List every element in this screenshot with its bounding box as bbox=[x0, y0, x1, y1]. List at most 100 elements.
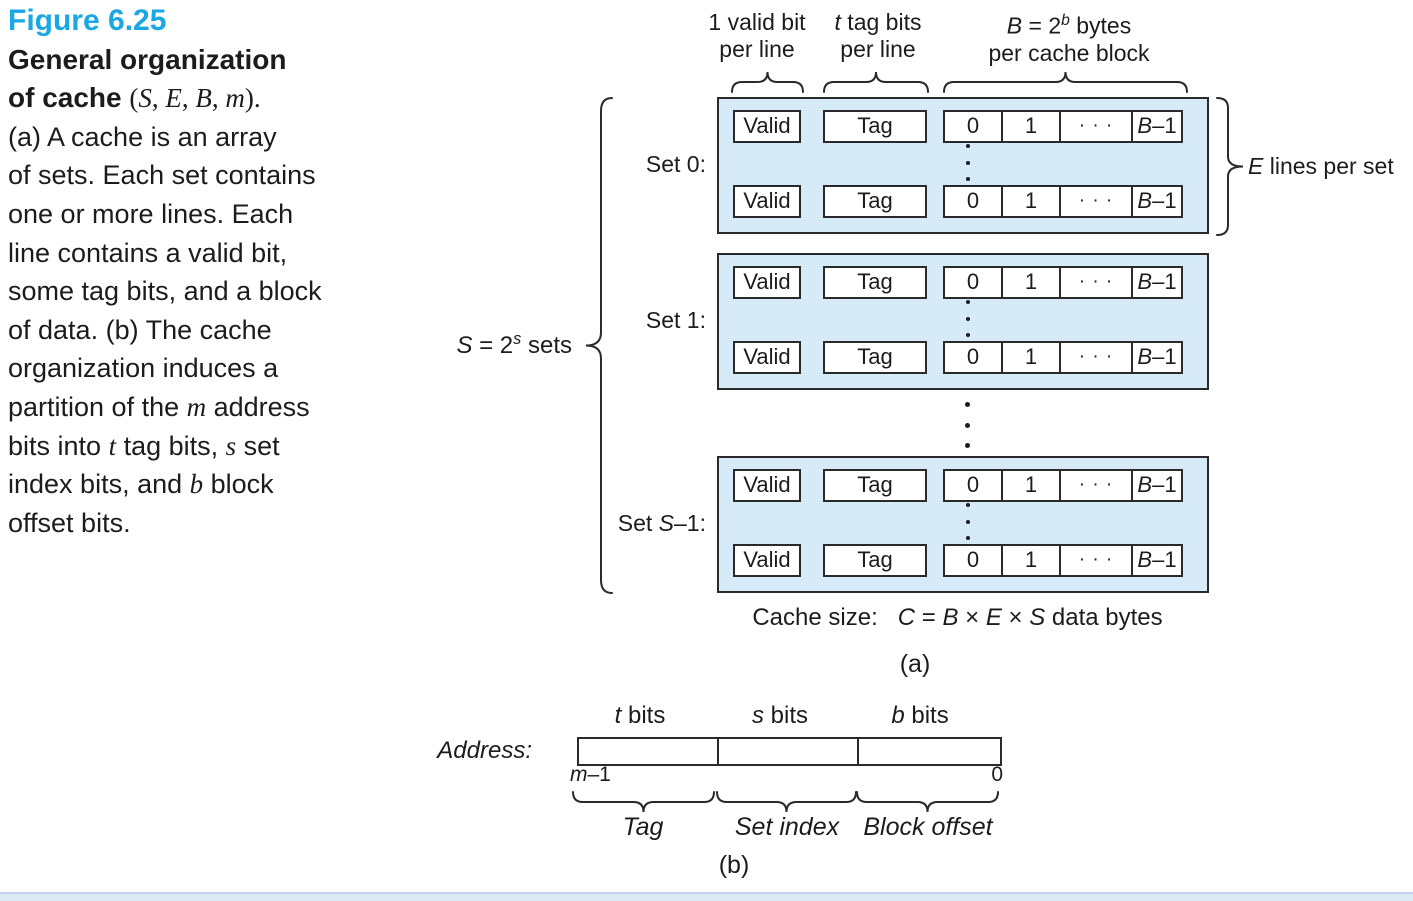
block-byte-cell: 0 bbox=[945, 268, 1001, 297]
caption-line: one or more lines. Each bbox=[8, 195, 388, 234]
text-part: Tag bbox=[622, 813, 664, 841]
text-part: b bbox=[189, 469, 204, 500]
text-part: m bbox=[225, 83, 245, 114]
text-part: per line bbox=[719, 36, 795, 62]
caption-line: Figure 6.25 bbox=[8, 2, 388, 41]
text-part: B bbox=[1137, 547, 1153, 572]
block-byte-cell: B–1 bbox=[1131, 546, 1181, 575]
text-part: –1 bbox=[1152, 188, 1177, 213]
text-part: partition of the bbox=[8, 391, 187, 422]
vertical-ellipsis-icon bbox=[965, 300, 971, 337]
tag-segment-brace-icon bbox=[572, 791, 715, 813]
tag-box: Tag bbox=[823, 266, 927, 299]
text-part: –1 bbox=[1152, 547, 1177, 572]
t-bits-field-label: t bits bbox=[570, 702, 710, 730]
valid-bit-box: Valid bbox=[733, 185, 801, 218]
caption-line: of cache (S, E, B, m). bbox=[8, 79, 388, 118]
valid-bit-box: Valid bbox=[733, 469, 801, 502]
text-part: C bbox=[897, 604, 916, 631]
text-part: per line bbox=[840, 36, 916, 62]
text-part: E bbox=[985, 604, 1002, 631]
text-part: · · · bbox=[1078, 474, 1114, 495]
block-byte-cell: 1 bbox=[1001, 471, 1059, 500]
text-part: –1: bbox=[674, 510, 706, 536]
set-index-segment-brace-icon bbox=[716, 791, 857, 813]
text-part: bits bbox=[904, 702, 949, 729]
block-byte-cell: · · · bbox=[1059, 268, 1131, 297]
text-part: 0 bbox=[966, 113, 980, 138]
text-part: data bytes bbox=[1045, 604, 1163, 631]
tag-box: Tag bbox=[823, 185, 927, 218]
text-part: B bbox=[1137, 269, 1153, 294]
vertical-ellipsis-icon bbox=[965, 503, 971, 540]
caption-line: line contains a valid bit, bbox=[8, 234, 388, 273]
text-part: B bbox=[1137, 344, 1153, 369]
text-part: index bits, and bbox=[8, 469, 190, 500]
text-part: · · · bbox=[1078, 190, 1114, 211]
tag-bits-brace-icon bbox=[823, 71, 929, 93]
s-bits-field-label: s bits bbox=[710, 702, 850, 730]
set-label: Set 0: bbox=[550, 151, 706, 178]
text-part: 1 bbox=[1024, 188, 1038, 213]
caption-line: of sets. Each set contains bbox=[8, 156, 388, 195]
block-bytes-brace-icon bbox=[943, 71, 1188, 93]
text-part: = bbox=[915, 604, 943, 631]
text-part: Set 0: bbox=[645, 151, 706, 177]
caption-line: some tag bits, and a block bbox=[8, 272, 388, 311]
text-part: Block offset bbox=[863, 813, 993, 841]
block-byte-cell: 0 bbox=[945, 112, 1001, 141]
text-part: tag bits, bbox=[116, 430, 226, 461]
text-part: S bbox=[138, 83, 152, 114]
block-byte-cell: 0 bbox=[945, 471, 1001, 500]
text-part: 1 bbox=[1024, 113, 1038, 138]
block-byte-cell: · · · bbox=[1059, 343, 1131, 372]
text-part: · · · bbox=[1078, 549, 1114, 570]
text-part: 1 bbox=[1024, 547, 1038, 572]
column-label-line: 1 valid bit bbox=[705, 9, 809, 36]
text-part: bytes bbox=[1069, 12, 1132, 39]
lines-per-set-brace-icon bbox=[1216, 97, 1244, 236]
lines-per-set-label: E lines per set bbox=[1248, 153, 1394, 180]
valid-bit-box: Valid bbox=[733, 110, 801, 143]
block-byte-cell: B–1 bbox=[1131, 471, 1181, 500]
tag-box: Tag bbox=[823, 469, 927, 502]
column-label-line: t tag bits bbox=[826, 9, 930, 36]
text-part: bits bbox=[621, 702, 666, 729]
field-divider bbox=[857, 739, 859, 764]
text-part: S bbox=[658, 510, 675, 536]
column-label-line: per line bbox=[705, 36, 809, 63]
high-bit-index-label: m–1 bbox=[570, 763, 611, 787]
text-part: , bbox=[211, 83, 226, 114]
block-offset-segment-label: Block offset bbox=[838, 813, 1018, 842]
text-part: , bbox=[181, 83, 196, 114]
text-part: –1 bbox=[1152, 113, 1177, 138]
text-part: 0 bbox=[966, 547, 980, 572]
cache-size-formula: Cache size: C = B × E × S data bytes bbox=[725, 604, 1190, 632]
block-byte-cell: · · · bbox=[1059, 187, 1131, 216]
text-part: B bbox=[1137, 113, 1153, 138]
text-part: bits into bbox=[8, 430, 109, 461]
text-part: B bbox=[1137, 472, 1153, 497]
text-part: of cache bbox=[8, 82, 130, 114]
text-part: S bbox=[1029, 604, 1046, 631]
block-byte-cell: 1 bbox=[1001, 546, 1059, 575]
valid-bit-box: Valid bbox=[733, 341, 801, 374]
text-part: block bbox=[203, 469, 274, 500]
tag-segment-label: Tag bbox=[583, 813, 703, 842]
text-part: line contains a valid bit, bbox=[8, 237, 288, 268]
block-byte-cell: · · · bbox=[1059, 471, 1131, 500]
text-part: · · · bbox=[1078, 346, 1114, 367]
caption-line: (a) A cache is an array bbox=[8, 118, 388, 157]
set-label: Set 1: bbox=[550, 307, 706, 334]
